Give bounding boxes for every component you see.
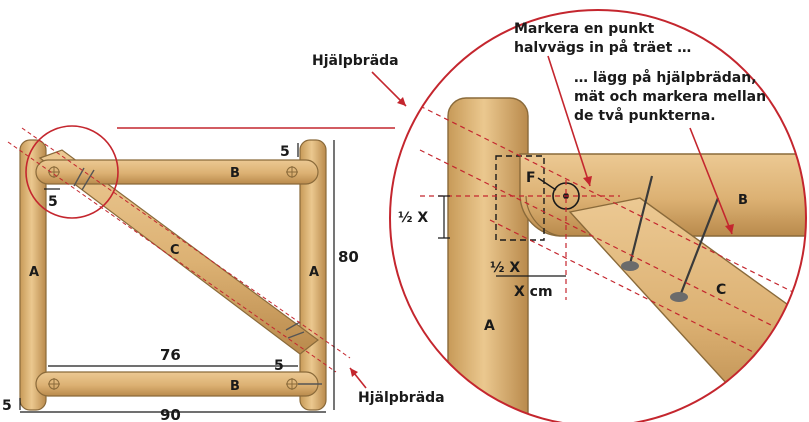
label-post-left: A [29,265,39,280]
frame-assembly: A A B B C 5 5 80 76 5 5 90 Hjälpbräda Hj… [2,53,445,422]
label-bar-bottom: B [230,379,240,394]
dim-half-x-horizontal: ½ X [490,260,520,276]
arrow-head-icon [350,368,358,377]
dim-inner-offset: 5 [274,358,284,374]
screw-icon [628,175,720,297]
dim-inner-span: 76 [160,346,181,364]
screw-head-icon [621,261,688,302]
helper-board-label-top: Hjälpbräda [312,53,399,69]
note-place-line-2: mät och markera mellan [574,89,766,105]
dim-outer-span: 90 [160,406,181,422]
label-point-f: F [526,170,536,186]
helper-board-outline [7,127,351,373]
label-brace: C [170,243,180,258]
arrow-head-icon [397,97,406,106]
post-left [19,139,47,411]
note-place-line-3: de två punkterna. [574,107,716,124]
note-place-line-1: … lägg på hjälpbrädan, [574,69,757,86]
note-place: … lägg på hjälpbrädan, mät och markera m… [574,69,771,124]
mark-arrow [547,55,591,187]
dim-left-offset: 5 [48,194,58,210]
screw-icon [73,167,322,385]
dim-top-offset: 5 [280,144,290,160]
dim-half-x-vertical: ½ X [398,210,428,226]
detail-view: A B C F ½ X ½ X X cm Markera en punkt ha… [389,9,807,422]
detail-circle-border [389,9,807,422]
label-bar-top: B [230,166,240,181]
construction-lines [419,105,806,345]
detail-post [447,97,529,422]
place-arrow [689,127,733,235]
label-post-right: A [309,265,319,280]
label-detail-post: A [484,318,495,334]
note-mark-line-1: Markera en punkt [514,21,655,37]
brace-c [38,149,319,355]
magnifier-circle-icon [25,125,119,219]
note-mark-line-2: halvvägs in på träet … [514,39,691,56]
note-mark: Markera en punkt halvvägs in på träet … [514,21,691,56]
dim-bottom-offset: 5 [2,398,12,414]
label-detail-brace: C [716,282,726,298]
arrow-head-icon [583,176,592,186]
arrow-head-icon [725,224,734,234]
bar-top [35,159,319,185]
dim-x-cm: X cm [514,284,553,300]
dim-height: 80 [338,248,359,266]
label-detail-bar: B [738,193,748,208]
dowel-hole-icon [48,166,298,390]
bar-bottom [35,371,319,397]
helper-board-label-bottom: Hjälpbräda [358,390,445,406]
